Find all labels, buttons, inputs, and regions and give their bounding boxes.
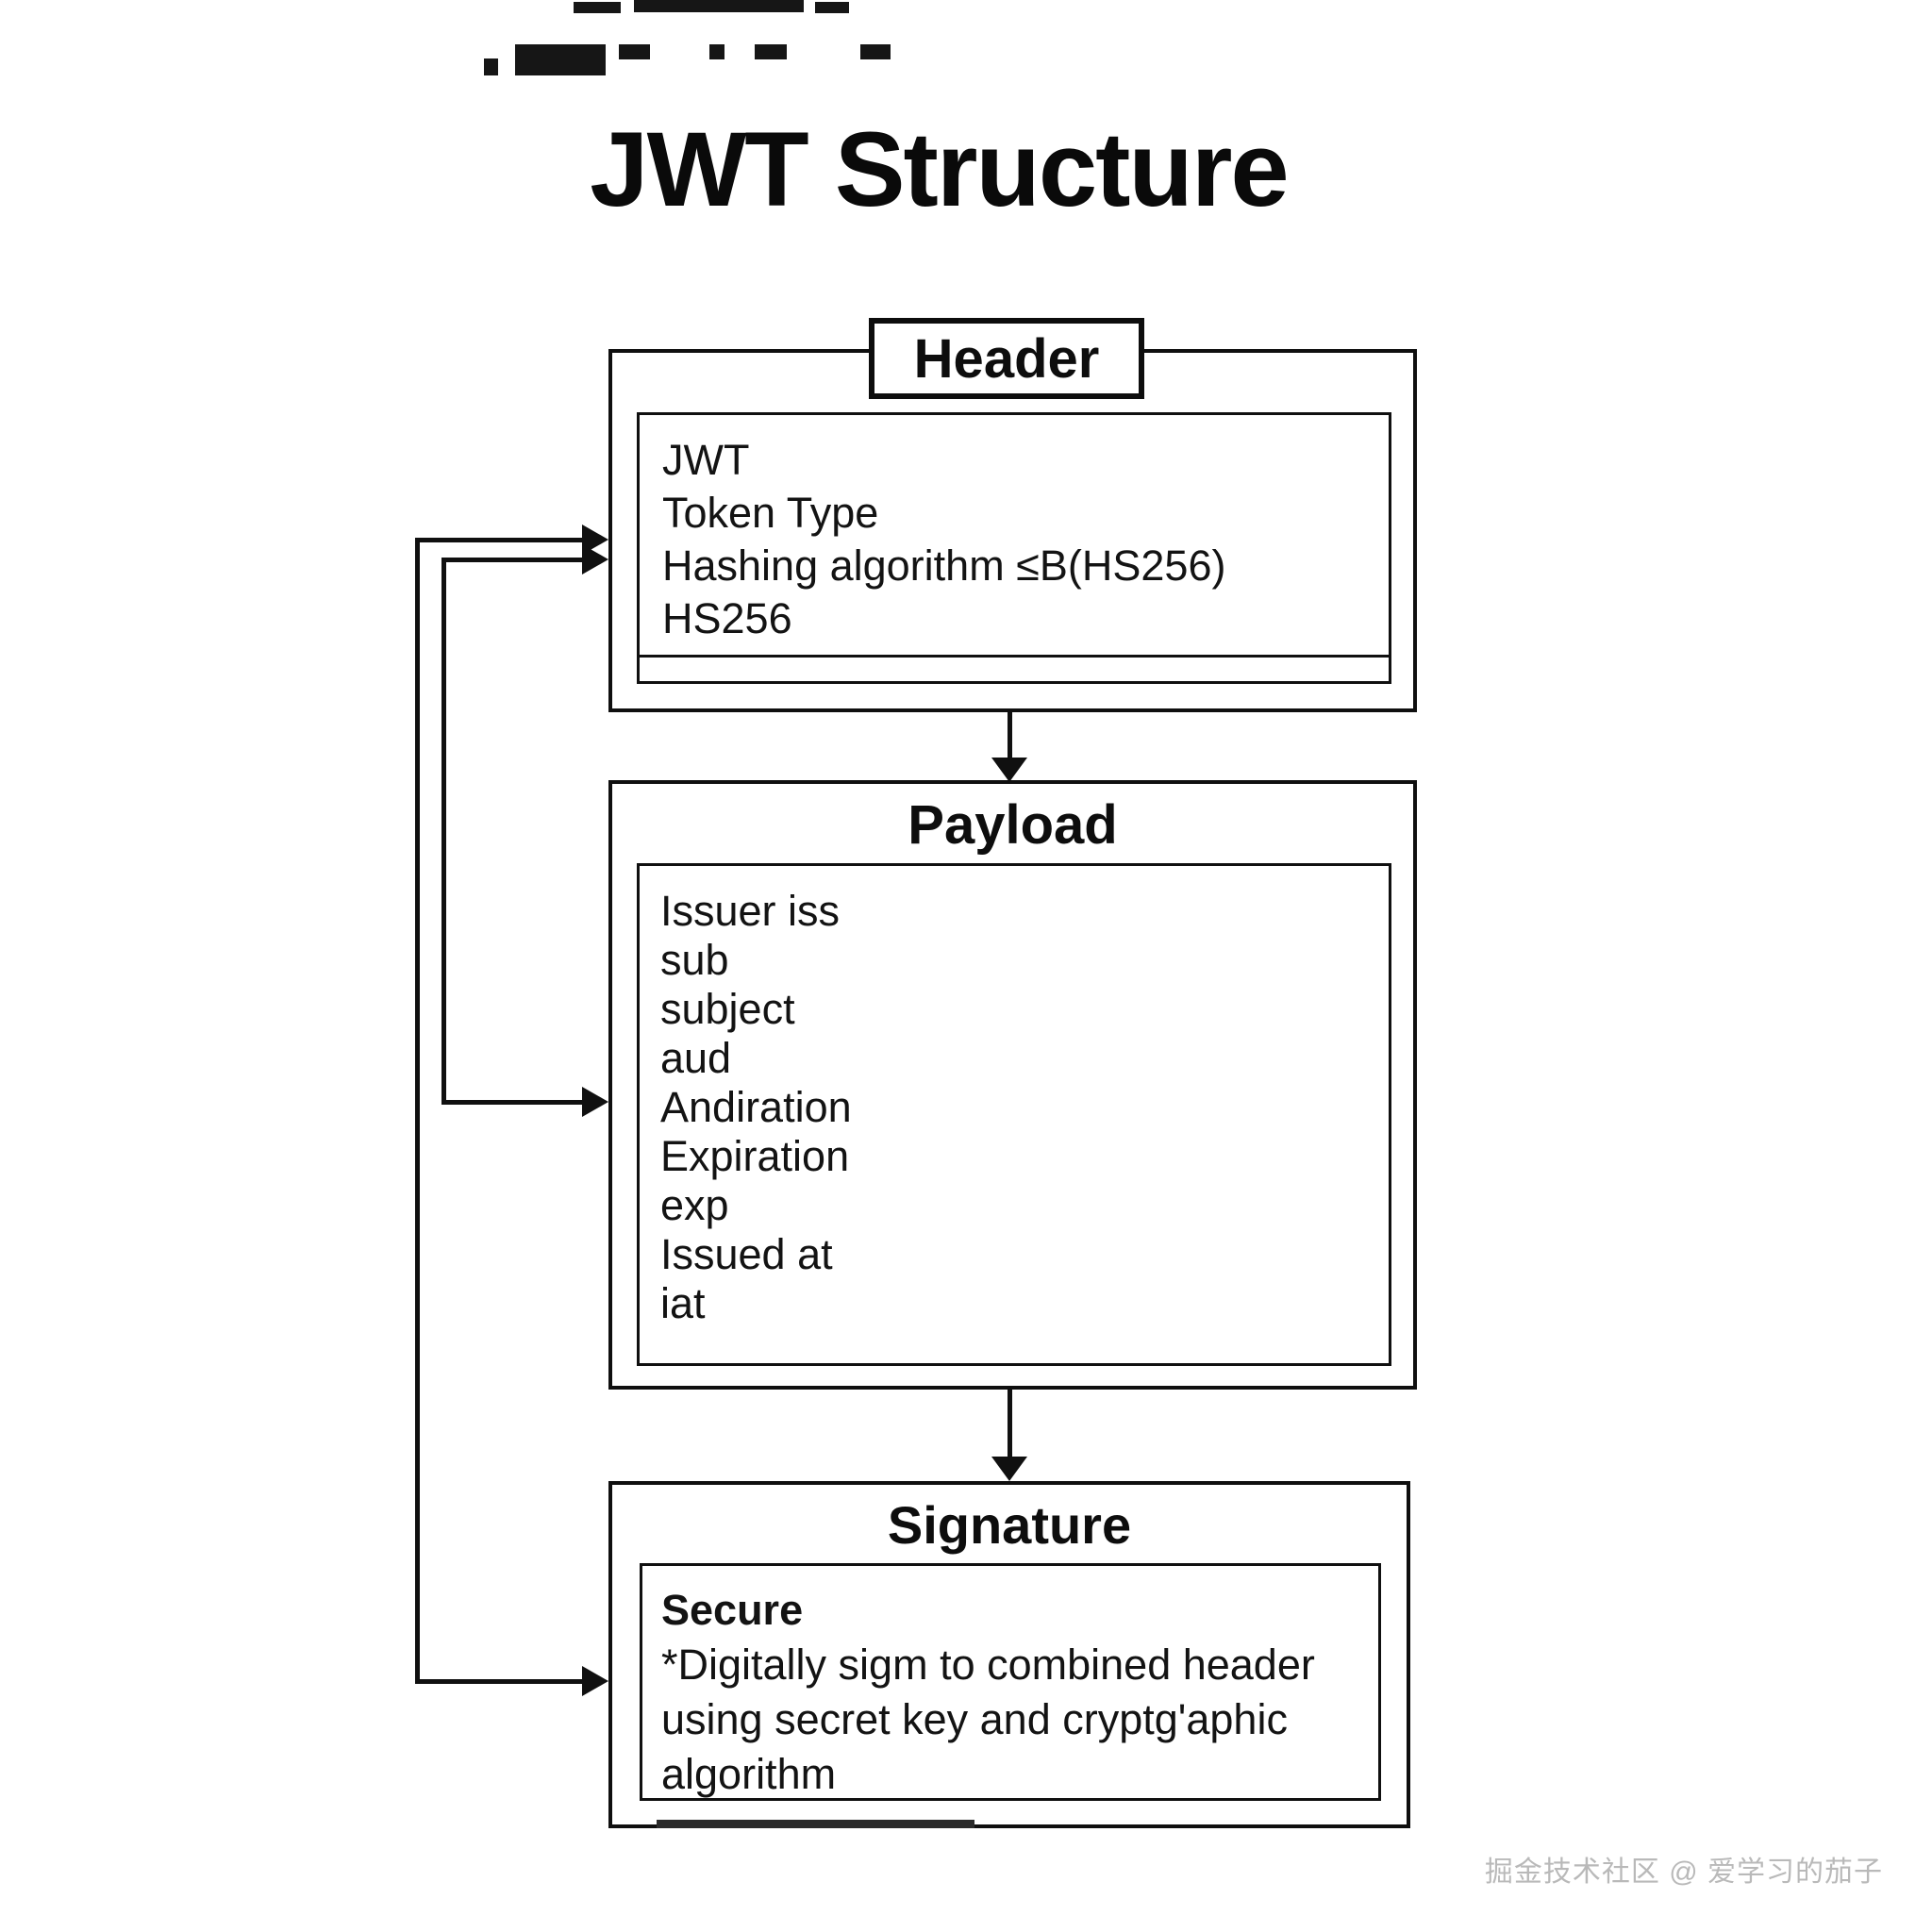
page-title: JWT Structure: [590, 110, 1289, 228]
artifact-mark: [755, 44, 787, 59]
signature-content: Secure *Digitally sigm to combined heade…: [642, 1566, 1378, 1802]
feeder-line-outer-bottom: [415, 1679, 585, 1684]
payload-claim: subject: [660, 985, 795, 1033]
artifact-mark: [634, 0, 804, 12]
artifact-mark: [860, 44, 891, 59]
arrow-header-to-payload-head: [991, 758, 1027, 782]
watermark: 掘金技术社区 @ 爱学习的茄子: [1484, 1857, 1883, 1888]
feeder-line-outer-top: [415, 538, 585, 542]
header-line: Token Type: [662, 489, 879, 537]
arrowhead-into-signature: [582, 1666, 608, 1696]
arrow-payload-to-signature-line: [1008, 1390, 1012, 1457]
feeder-line-outer-vertical: [415, 538, 420, 1684]
feeder-line-inner-bottom: [441, 1100, 585, 1105]
artifact-mark: [574, 2, 621, 13]
header-line: HS256: [662, 594, 792, 642]
artifact-mark: [619, 44, 650, 59]
payload-claim: sub: [660, 936, 729, 984]
signature-line: algorithm: [661, 1750, 837, 1798]
arrow-header-to-payload-line: [1008, 712, 1012, 759]
payload-claim: Issuer iss: [660, 887, 841, 935]
header-content: JWT Token Type Hashing algorithm ≤B(HS25…: [640, 415, 1389, 645]
payload-content: Issuer iss sub subject aud Andiration Ex…: [640, 866, 1389, 1328]
payload-claim: Expiration: [660, 1132, 850, 1180]
header-line: Hashing algorithm ≤B(HS256): [662, 541, 1226, 590]
payload-claim: aud: [660, 1034, 732, 1082]
payload-claim: iat: [660, 1279, 706, 1327]
signature-title: Signature: [887, 1495, 1132, 1555]
artifact-mark: [815, 2, 849, 13]
artifact-mark: [484, 58, 498, 75]
payload-title: Payload: [908, 794, 1118, 856]
header-label-box: Header: [869, 318, 1144, 399]
signature-line: using secret key and cryptg'aphic: [661, 1695, 1288, 1743]
arrowhead-into-header-2: [582, 544, 608, 575]
arrow-payload-to-signature-head: [991, 1457, 1027, 1481]
payload-claim: Issued at: [660, 1230, 833, 1278]
feeder-line-inner-top: [441, 558, 585, 562]
header-label: Header: [913, 327, 1100, 390]
payload-content-box: Issuer iss sub subject aud Andiration Ex…: [637, 863, 1391, 1366]
header-content-box: JWT Token Type Hashing algorithm ≤B(HS25…: [637, 412, 1391, 684]
artifact-thick-edge: [657, 1820, 974, 1828]
artifact-mark: [515, 44, 606, 75]
header-line: JWT: [662, 436, 750, 484]
signature-content-box: Secure *Digitally sigm to combined heade…: [640, 1563, 1381, 1801]
arrowhead-into-payload: [582, 1087, 608, 1117]
feeder-line-inner-vertical: [441, 558, 446, 1105]
header-box-divider: [639, 655, 1390, 658]
artifact-mark: [709, 44, 724, 59]
payload-claim: Andiration: [660, 1083, 852, 1131]
signature-line: *Digitally sigm to combined header: [661, 1641, 1315, 1689]
signature-heading: Secure: [661, 1586, 804, 1634]
payload-claim: exp: [660, 1181, 729, 1229]
